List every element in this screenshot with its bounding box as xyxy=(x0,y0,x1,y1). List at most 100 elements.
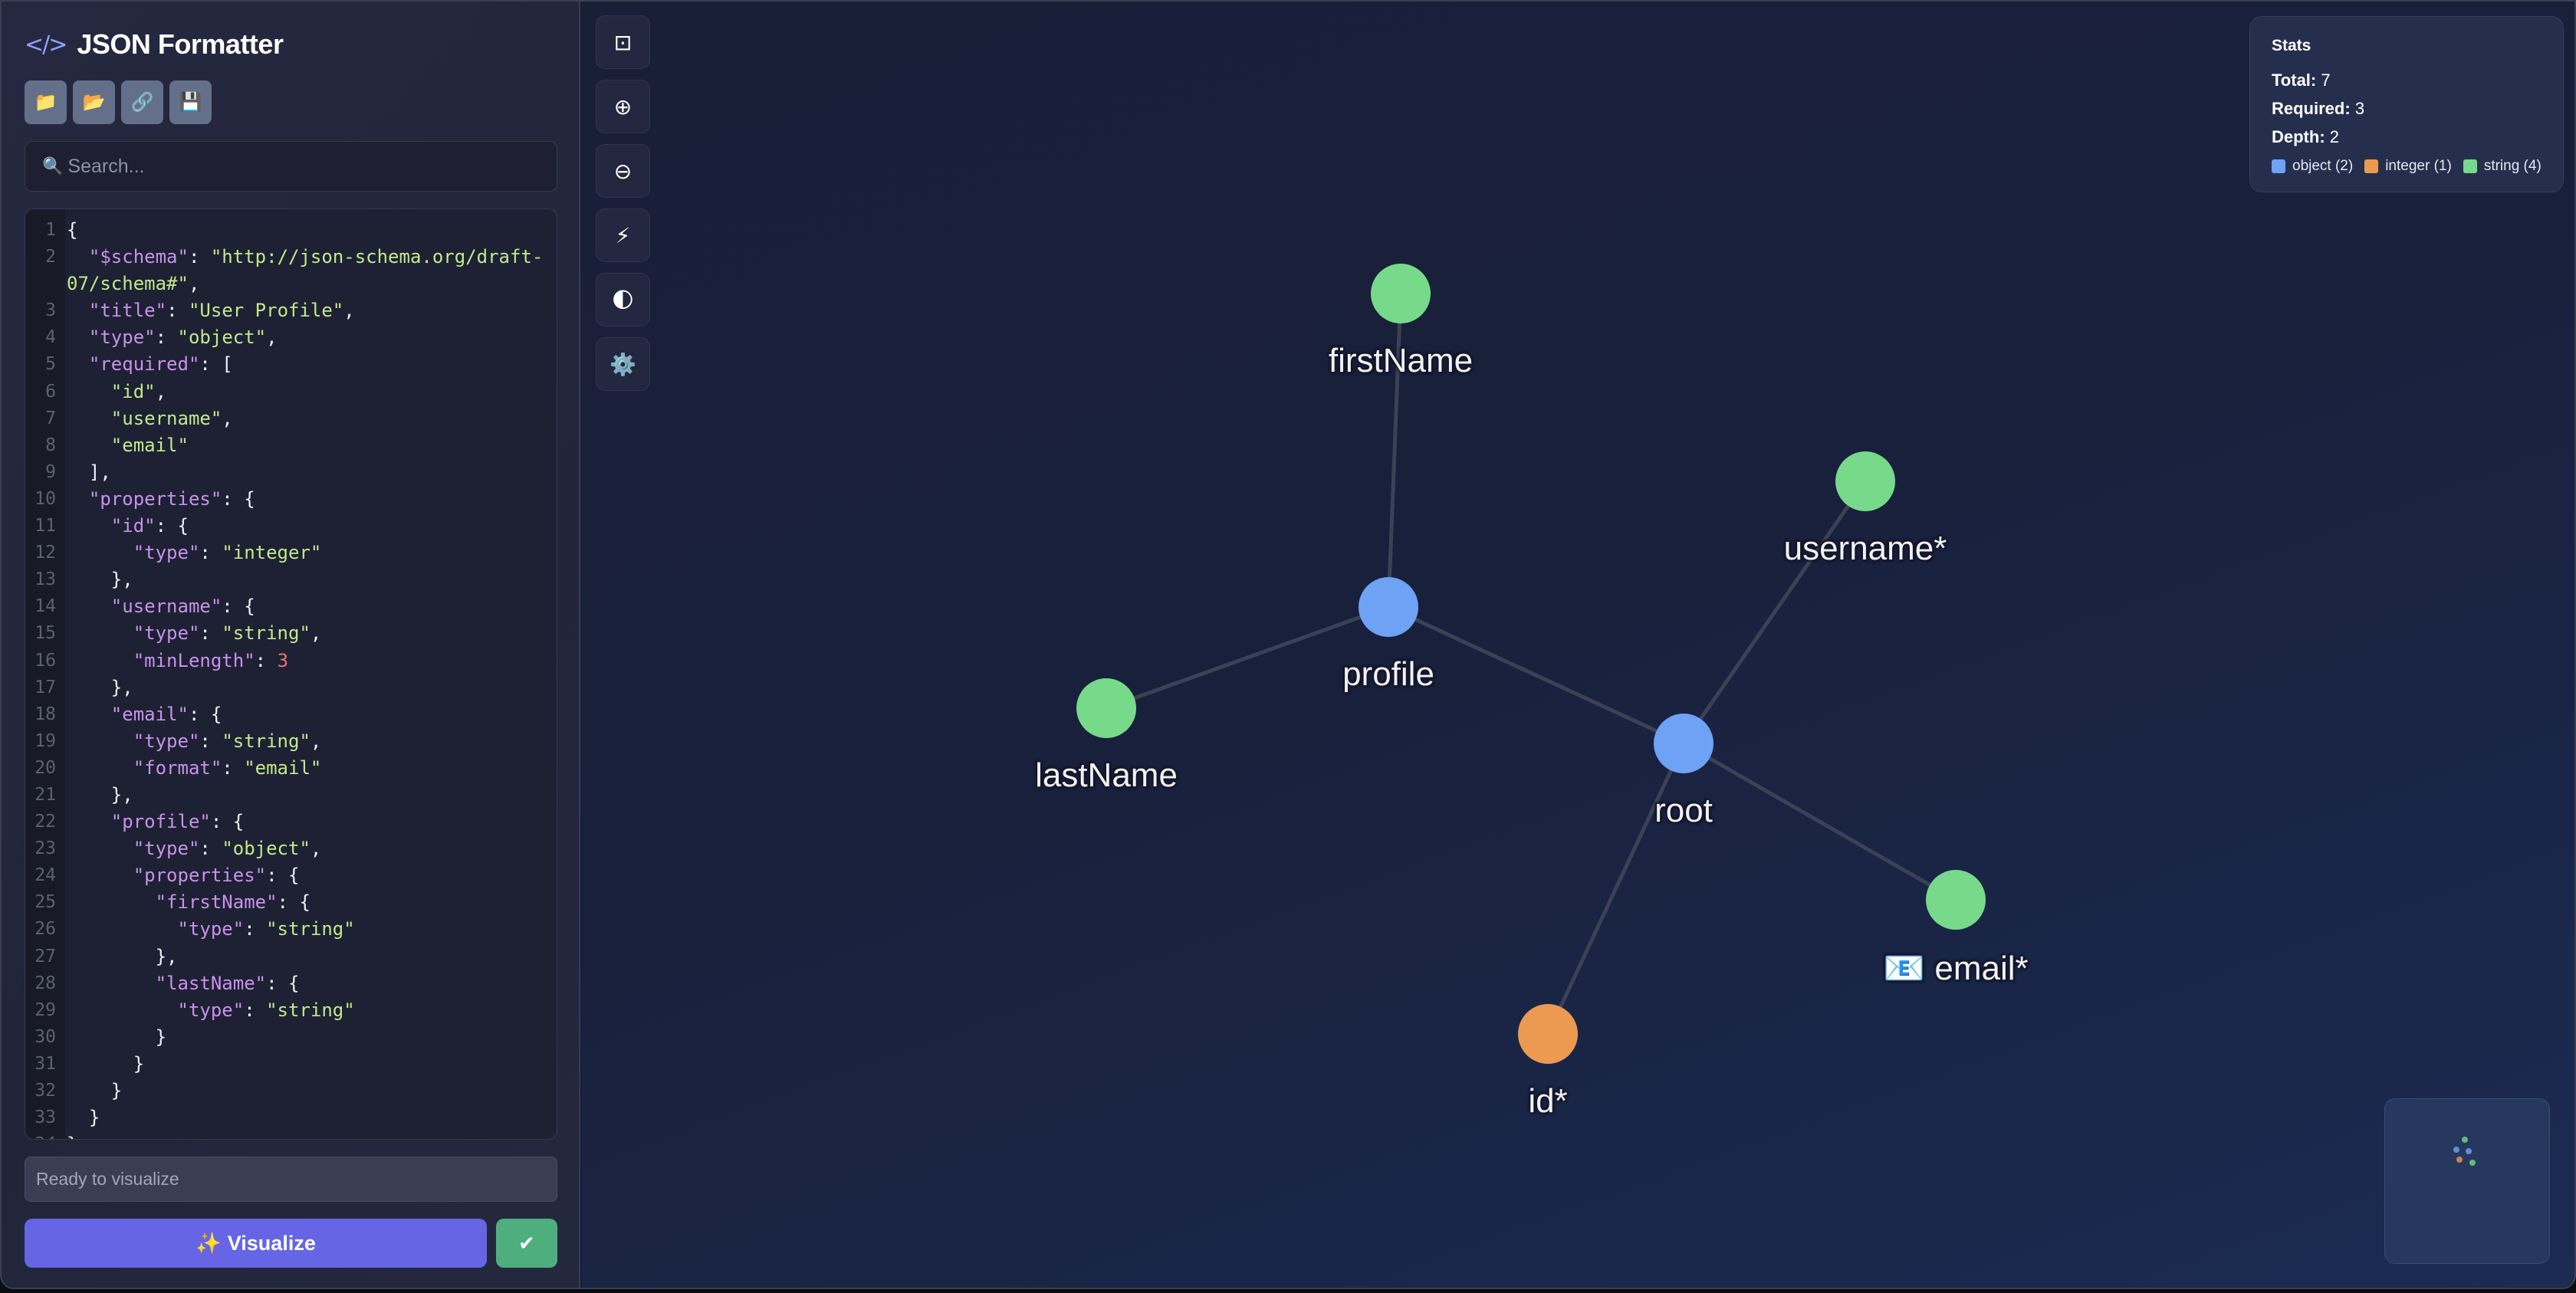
save-button[interactable]: 💾 xyxy=(169,80,212,124)
code-line: 3 "title": "User Profile", xyxy=(25,297,557,324)
validate-button[interactable]: ✔ xyxy=(496,1219,557,1268)
line-text: "profile": { xyxy=(110,811,245,833)
line-number: 18 xyxy=(34,704,56,724)
code-line: 16 "minLength": 3 xyxy=(25,648,557,674)
stat-required: Required: 3 xyxy=(2272,99,2365,118)
code-line: 28 "lastName": { xyxy=(25,970,557,997)
line-number: 27 xyxy=(34,946,56,966)
code-line: 12 "type": "integer" xyxy=(25,540,557,566)
code-line: 29 "type": "string" xyxy=(25,997,557,1024)
line-number: 14 xyxy=(34,596,56,617)
code-line: 27 }, xyxy=(25,943,557,970)
node-root[interactable] xyxy=(1654,714,1714,773)
line-text: }, xyxy=(67,569,133,591)
line-number: 13 xyxy=(34,569,56,590)
edge-profile-lastName xyxy=(1106,605,1389,710)
line-text: }, xyxy=(67,676,133,698)
code-line: 34} xyxy=(25,1131,557,1139)
node-profile[interactable] xyxy=(1359,577,1418,637)
line-text: "type": "string", xyxy=(133,622,322,645)
line-number: 26 xyxy=(34,919,56,940)
edge-root-email xyxy=(1682,741,1957,902)
line-text: "type": "string", xyxy=(133,730,322,752)
app-header: </> JSON Formatter xyxy=(25,25,284,64)
minimap-dot xyxy=(2466,1148,2472,1154)
code-line: 1{ xyxy=(25,217,557,244)
zoom-out-button[interactable]: ⊖ xyxy=(596,144,650,198)
json-editor[interactable]: 1{2 "$schema": "http://json-schema.org/d… xyxy=(25,208,557,1140)
line-text: "properties": { xyxy=(88,487,255,510)
code-line: 30 } xyxy=(25,1024,557,1051)
fit-view-button[interactable]: ⊡ xyxy=(596,15,650,69)
line-number: 20 xyxy=(34,757,56,778)
line-number: 17 xyxy=(34,677,56,697)
moon-icon: 🌓 xyxy=(611,287,635,312)
minimap-dot xyxy=(2456,1157,2463,1163)
stats-panel: Stats Total: 7 Required: 3 Depth: 2 obje… xyxy=(2249,16,2564,192)
line-text: ], xyxy=(67,461,111,483)
gear-icon: ⚙️ xyxy=(610,352,636,376)
minimap-dot xyxy=(2469,1160,2476,1166)
code-line: 22 "profile": { xyxy=(25,809,557,835)
line-number: 24 xyxy=(34,865,56,886)
node-lastName[interactable] xyxy=(1076,678,1136,738)
code-line: 6 "id", xyxy=(25,379,557,405)
line-number: 12 xyxy=(34,543,56,563)
line-number: 19 xyxy=(34,730,56,751)
code-line: 4 "type": "object", xyxy=(25,324,557,351)
code-icon: </> xyxy=(25,31,67,58)
code-line: 25 "firstName": { xyxy=(25,889,557,916)
code-line: 23 "type": "object", xyxy=(25,835,557,862)
line-text: } xyxy=(67,1052,145,1075)
line-text: "firstName": { xyxy=(155,891,310,914)
line-text: "properties": { xyxy=(133,865,300,887)
node-firstName[interactable] xyxy=(1371,264,1431,323)
line-text: "username": { xyxy=(110,596,255,618)
new-file-button[interactable]: 📁 xyxy=(25,80,67,124)
code-content[interactable]: 1{2 "$schema": "http://json-schema.org/d… xyxy=(25,217,557,1139)
line-text: { xyxy=(67,219,78,241)
code-line: 11 "id": { xyxy=(25,513,557,540)
edge-root-username xyxy=(1681,480,1868,745)
line-text: } xyxy=(67,1080,123,1101)
line-number: 32 xyxy=(34,1081,56,1101)
string-swatch xyxy=(2463,159,2477,173)
integer-swatch xyxy=(2364,159,2379,173)
line-text: "type": "string" xyxy=(177,999,355,1021)
minimap[interactable] xyxy=(2384,1098,2550,1264)
theme-toggle-button[interactable]: 🌓 xyxy=(596,273,650,327)
search-input[interactable] xyxy=(67,155,528,178)
code-line: 2 "$schema": "http://json-schema.org/dra… xyxy=(25,244,557,297)
visualize-button[interactable]: ✨ Visualize xyxy=(25,1219,487,1268)
open-file-button[interactable]: 📂 xyxy=(73,80,115,124)
line-number: 6 xyxy=(45,381,56,402)
code-line: 13 }, xyxy=(25,566,557,593)
code-line: 24 "properties": { xyxy=(25,862,557,889)
force-layout-button[interactable]: ⚡ xyxy=(596,208,650,262)
code-line: 9 ], xyxy=(25,459,557,486)
line-number: 21 xyxy=(34,784,56,805)
line-number: 9 xyxy=(45,461,56,482)
node-email[interactable] xyxy=(1926,870,1986,930)
floppy-disk-icon: 💾 xyxy=(179,92,202,113)
line-number: 4 xyxy=(45,327,56,348)
line-text: }, xyxy=(67,783,133,806)
node-id[interactable] xyxy=(1518,1004,1578,1064)
settings-button[interactable]: ⚙️ xyxy=(596,337,650,391)
stat-total: Total: 7 xyxy=(2272,71,2331,90)
load-url-button[interactable]: 🔗 xyxy=(121,80,163,124)
zoom-in-button[interactable]: ⊕ xyxy=(596,80,650,133)
line-text: "id": { xyxy=(110,515,189,537)
line-text: }, xyxy=(67,945,178,967)
edge-root-id xyxy=(1546,742,1686,1035)
line-number-gutter xyxy=(25,209,65,1139)
line-text: "type": "string" xyxy=(177,918,355,940)
line-number: 2 xyxy=(45,247,56,267)
line-text: } xyxy=(67,1107,100,1129)
visualize-label: Visualize xyxy=(227,1231,316,1255)
node-username[interactable] xyxy=(1835,451,1895,511)
code-line: 15 "type": "string", xyxy=(25,620,557,647)
file-toolbar: 📁 📂 🔗 💾 xyxy=(25,80,212,124)
line-number: 29 xyxy=(34,999,56,1020)
